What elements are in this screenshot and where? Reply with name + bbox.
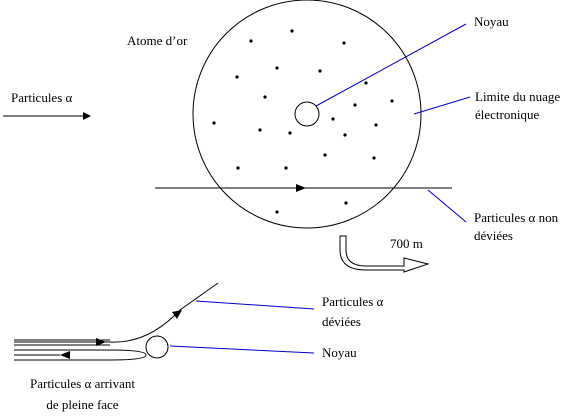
electron bbox=[344, 201, 348, 205]
electron bbox=[364, 81, 368, 85]
zoom-arrow bbox=[339, 235, 430, 273]
electron bbox=[249, 39, 253, 43]
undeviated-label-line2: déviées bbox=[474, 228, 513, 243]
cloud-limit-label-line2: électronique bbox=[475, 107, 540, 122]
undeviated-label-line1: Particules α non bbox=[474, 210, 559, 225]
headon-arrow-left bbox=[60, 351, 70, 359]
alpha-particles-label: Particules α bbox=[11, 90, 73, 105]
leader-nucleus-detail bbox=[169, 345, 315, 354]
electron bbox=[236, 166, 240, 170]
leader-cloud-limit bbox=[413, 96, 471, 115]
deviated-arrow-head bbox=[172, 310, 182, 319]
leader-nucleus bbox=[315, 23, 467, 107]
electron bbox=[290, 29, 294, 33]
track-arrow-right bbox=[96, 338, 106, 346]
electron bbox=[235, 75, 239, 79]
electron bbox=[323, 153, 327, 157]
leader-lines-top bbox=[315, 23, 471, 223]
electron bbox=[342, 41, 346, 45]
leader-deviated bbox=[195, 300, 315, 310]
nucleus bbox=[294, 101, 320, 127]
scattering-detail bbox=[14, 282, 219, 361]
cloud-limit-label-line1: Limite du nuage bbox=[475, 89, 561, 104]
electron-cloud-boundary bbox=[192, 0, 422, 229]
electron bbox=[258, 128, 262, 132]
atom-label: Atome d’or bbox=[127, 33, 188, 48]
scale-label: 700 m bbox=[390, 236, 423, 251]
electron bbox=[331, 117, 335, 121]
electron bbox=[372, 156, 376, 160]
nucleus-label-bottom: Noyau bbox=[322, 345, 357, 360]
electron bbox=[284, 166, 288, 170]
nucleus-label-top: Noyau bbox=[474, 14, 509, 29]
headon-label-line2: de pleine face bbox=[46, 397, 119, 412]
headon-label-line1: Particules α arrivant bbox=[30, 376, 135, 391]
deviated-label-line2: déviées bbox=[322, 314, 361, 329]
electron bbox=[343, 133, 347, 137]
electron bbox=[318, 69, 322, 73]
undeviated-arrow-head bbox=[296, 184, 306, 192]
deviated-track bbox=[14, 282, 219, 343]
electron bbox=[275, 66, 279, 70]
electron bbox=[353, 103, 357, 107]
deviated-label-line1: Particules α bbox=[322, 294, 384, 309]
headon-track bbox=[14, 349, 147, 361]
electron bbox=[374, 123, 378, 127]
electron bbox=[275, 210, 279, 214]
electron bbox=[263, 95, 267, 99]
leader-lines-bottom bbox=[169, 300, 315, 354]
nucleus-detail bbox=[145, 335, 169, 359]
electron bbox=[288, 131, 292, 135]
electron bbox=[390, 99, 394, 103]
leader-undeviated bbox=[427, 189, 467, 223]
electrons bbox=[212, 29, 394, 214]
electron bbox=[212, 121, 216, 125]
